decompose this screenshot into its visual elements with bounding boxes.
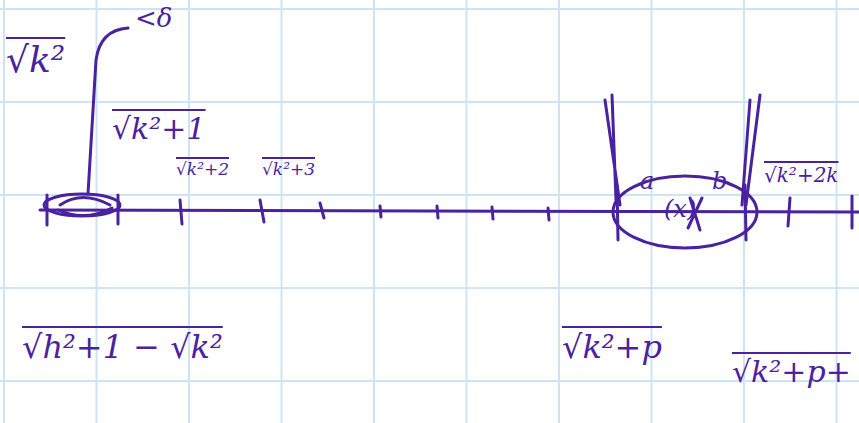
radical-label: √k²+2 xyxy=(176,160,229,179)
radical-label: √k²+p xyxy=(562,330,662,365)
endpoint-label: a xyxy=(640,168,654,194)
difference-formula: √h²+1 − √k² xyxy=(22,330,223,365)
endpoint-label: b xyxy=(712,168,727,194)
radical-label: √k²+p+ xyxy=(732,355,851,388)
radical-label: √k²+2k xyxy=(764,164,838,186)
bound-note: <δ xyxy=(135,4,172,33)
point-mark: (x) xyxy=(664,196,696,222)
radical-label: √k²+1 xyxy=(112,112,206,145)
radical-label: √k² xyxy=(6,40,65,80)
radical-label: √k²+3 xyxy=(262,160,315,179)
